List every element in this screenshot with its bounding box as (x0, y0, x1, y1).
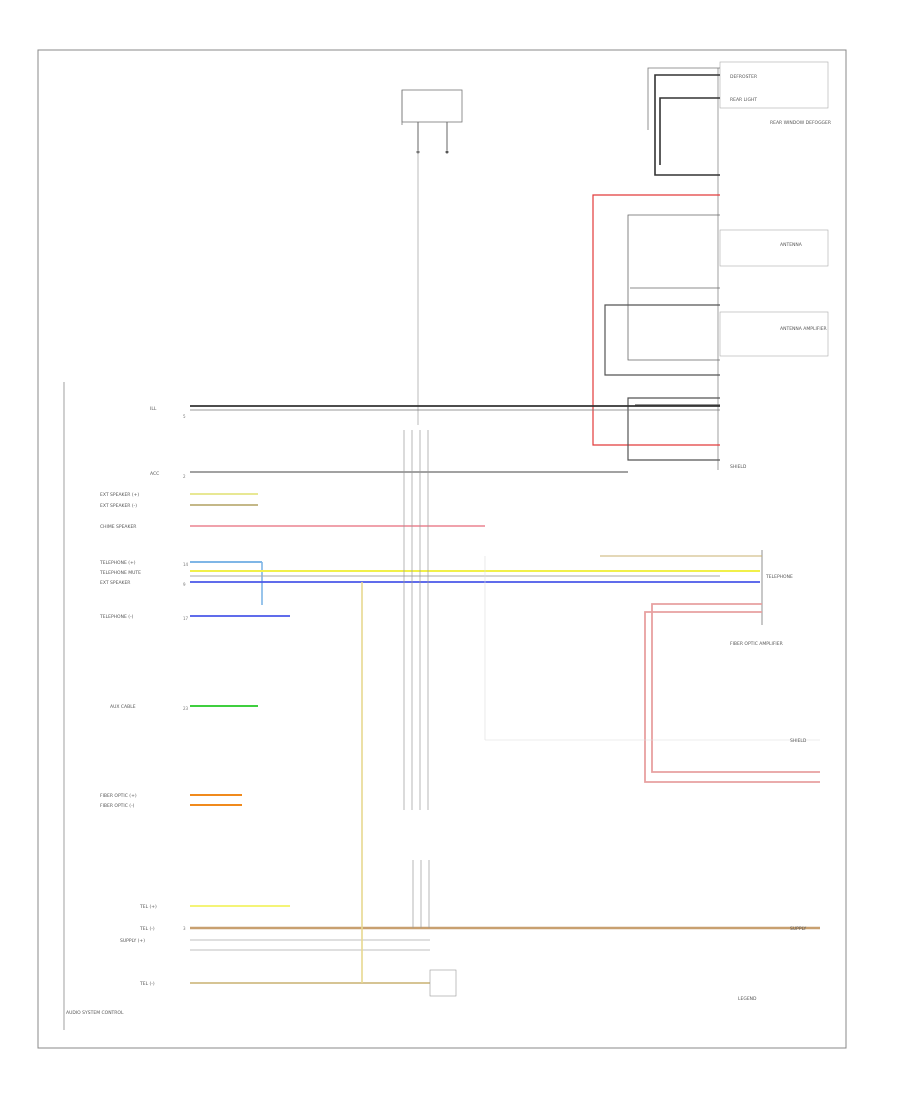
left-label-tel-neg-2: TEL (-) (139, 981, 155, 987)
pin-number: 14 (183, 562, 189, 567)
pin-number: 9 (183, 582, 186, 587)
left-label-telephone-mute: TELEPHONE MUTE (99, 570, 141, 576)
rear-modules (592, 61, 829, 470)
right-label-supply: SUPPLY (790, 926, 806, 932)
pin-number: 23 (183, 706, 189, 711)
left-label-tel-neg: TEL (-) (139, 926, 155, 932)
left-label-acc: ACC (150, 471, 159, 477)
right-label-defroster: DEFROSTER (730, 74, 757, 80)
bottom-connector (429, 969, 457, 997)
right-label-rear-window: REAR WINDOW DEFOGGER (770, 120, 831, 126)
right-label-shield: SHIELD (730, 464, 747, 470)
right-label-fiber-amp: FIBER OPTIC AMPLIFIER (730, 641, 783, 647)
left-label-chime: CHIME SPEAKER (100, 524, 136, 530)
vertical-shield-bundle (403, 430, 430, 928)
pin-number: 2 (183, 474, 186, 479)
telephone-module (484, 550, 820, 783)
left-label-tel-pos: TEL (+) (139, 904, 157, 910)
pin-number: 5 (183, 414, 186, 419)
left-label-supply: SUPPLY (+) (120, 938, 145, 944)
right-label-shield-2: SHIELD (790, 738, 807, 744)
diagram-border (37, 49, 847, 1049)
left-label-fiber-neg: FIBER OPTIC (-) (100, 803, 135, 809)
left-label-audio-system: AUDIO SYSTEM CONTROL (66, 1010, 124, 1016)
left-label-ext-speaker-pos: EXT SPEAKER (+) (100, 492, 139, 498)
right-label-antenna-amp: ANTENNA AMPLIFIER (780, 326, 827, 332)
left-label-telephone-pos: TELEPHONE (+) (99, 560, 136, 566)
pin-number: 3 (183, 926, 186, 931)
pin-number: 17 (183, 616, 189, 621)
right-label-rear-light: REAR LIGHT (730, 97, 757, 103)
left-label-aux: AUX CABLE (110, 704, 136, 710)
right-label-telephone: TELEPHONE (765, 574, 793, 580)
left-label-telephone-neg: TELEPHONE (-) (99, 614, 134, 620)
left-label-fiber-pos: FIBER OPTIC (+) (100, 793, 137, 799)
left-label-ext-speaker: EXT SPEAKER (100, 580, 130, 586)
antenna-connector (401, 89, 463, 154)
left-label-ext-speaker-neg: EXT SPEAKER (-) (100, 503, 137, 509)
right-label-antenna: ANTENNA (780, 242, 803, 248)
wire-ill (190, 405, 720, 411)
right-label-legend: LEGEND (738, 996, 757, 1002)
left-label-ill: ILL (150, 406, 157, 412)
